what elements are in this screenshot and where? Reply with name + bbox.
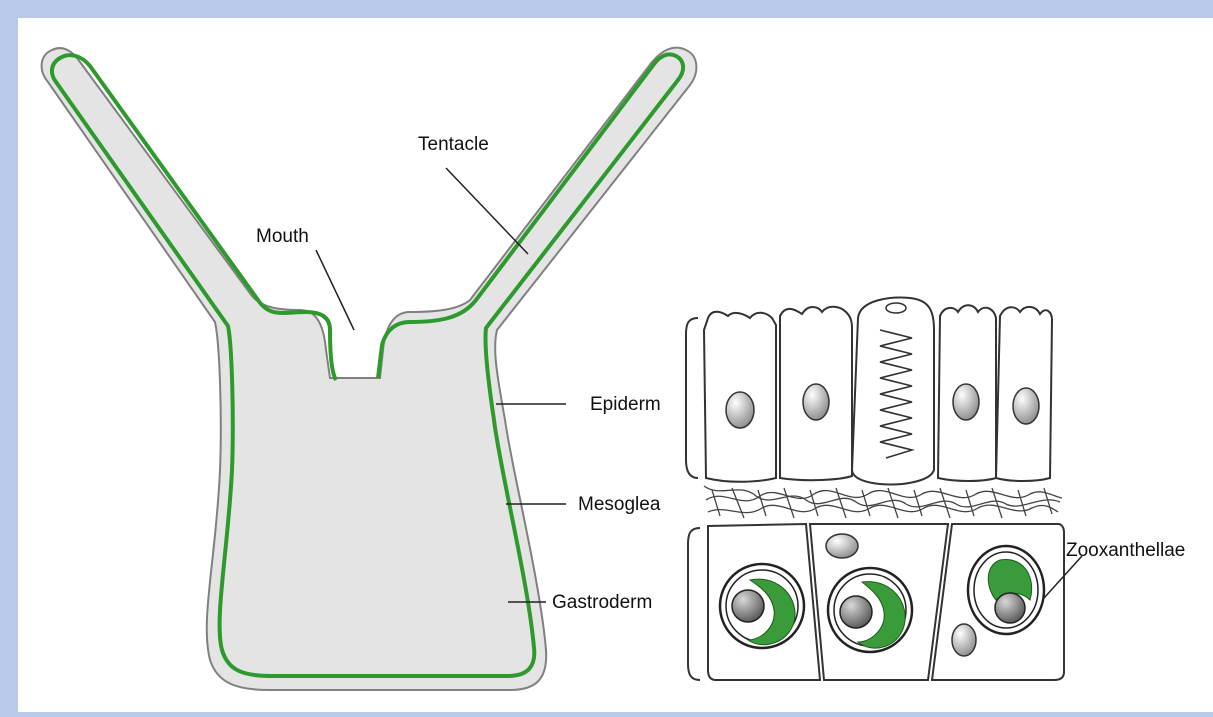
epiderm-label: Epiderm — [590, 394, 661, 415]
zooxanthellae-3 — [968, 546, 1044, 634]
mouth-label: Mouth — [256, 226, 309, 247]
gastroderm-label: Gastroderm — [552, 592, 652, 613]
zooxanthellae-label: Zooxanthellae — [1066, 540, 1185, 561]
nematocyst-cap — [886, 303, 906, 313]
zooxanthellae-2 — [828, 568, 912, 652]
tentacle-label: Tentacle — [418, 134, 489, 155]
zooxanthellae-1 — [720, 564, 804, 648]
mesoglea-label: Mesoglea — [578, 494, 661, 515]
mouth-opening — [334, 318, 378, 372]
epiderm-cells — [704, 298, 1052, 485]
